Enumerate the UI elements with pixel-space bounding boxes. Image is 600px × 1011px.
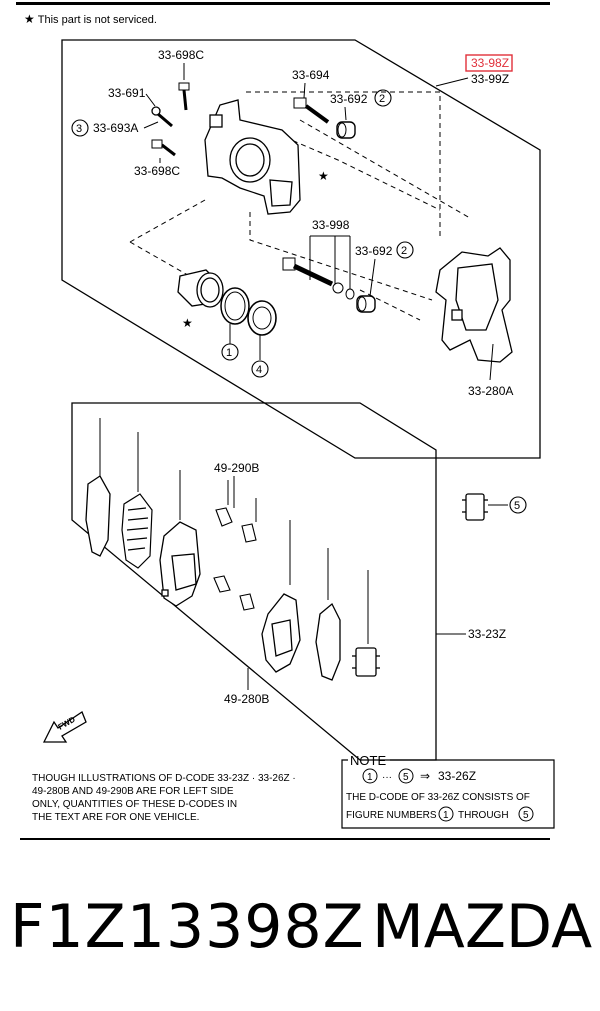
circled-1 bbox=[221, 343, 239, 361]
highlight-box bbox=[465, 54, 513, 72]
label-33-698c-bot[interactable]: 33-698C bbox=[134, 164, 180, 178]
fwd-arrow-icon: FWD bbox=[42, 711, 87, 743]
label-33-693a[interactable]: 33-693A bbox=[93, 121, 138, 135]
circled-3-num: 3 bbox=[76, 123, 82, 135]
label-33-692-b[interactable]: 33-692 bbox=[355, 244, 393, 258]
note-title: NOTE bbox=[350, 753, 386, 768]
outer-shim-textured bbox=[121, 493, 153, 569]
footnote-line-4: THE TEXT ARE FOR ONE VEHICLE. bbox=[32, 812, 199, 823]
guide-pin-33-998 bbox=[282, 257, 355, 300]
notice-text: This part is not serviced. bbox=[37, 14, 157, 26]
outer-brake-pad bbox=[159, 521, 201, 607]
circled-5 bbox=[509, 496, 527, 514]
leader-33-99z bbox=[435, 77, 469, 87]
circled-4 bbox=[251, 360, 269, 378]
circled-2-b-num: 2 bbox=[401, 245, 407, 257]
circled-5-num: 5 bbox=[514, 500, 520, 512]
bushing-33-692-a bbox=[336, 121, 356, 139]
pad-leader-lines bbox=[99, 418, 466, 644]
bolt-33-694 bbox=[293, 97, 330, 124]
bolt-33-698c-top bbox=[178, 82, 190, 111]
outer-shim bbox=[85, 475, 111, 557]
inner-shim bbox=[315, 602, 341, 681]
circled-2-a bbox=[374, 89, 392, 107]
top-rule bbox=[16, 2, 550, 5]
leader-33-692-b bbox=[369, 258, 376, 297]
label-49-290b[interactable]: 49-290B bbox=[214, 461, 259, 475]
label-33-694[interactable]: 33-694 bbox=[292, 68, 330, 82]
leader-33-692-a bbox=[344, 106, 347, 121]
leader-33-280a bbox=[489, 343, 494, 381]
note-row1-to: 5 bbox=[403, 772, 409, 783]
caliper-bracket-33-280a bbox=[435, 247, 513, 363]
star-marker-piston: ★ bbox=[182, 316, 193, 330]
label-33-23z[interactable]: 33-23Z bbox=[468, 627, 506, 641]
star-icon: ★ bbox=[24, 12, 35, 26]
label-49-280b[interactable]: 49-280B bbox=[224, 692, 269, 706]
label-33-691[interactable]: 33-691 bbox=[108, 86, 146, 100]
wear-indicator-shim bbox=[352, 647, 380, 677]
note-row1-arrow: ⇒ bbox=[420, 769, 430, 783]
note-box bbox=[341, 759, 555, 829]
not-serviced-notice: ★This part is not serviced. bbox=[24, 12, 157, 26]
caliper-body bbox=[204, 99, 301, 215]
label-33-698c-top[interactable]: 33-698C bbox=[158, 48, 204, 62]
label-33-998[interactable]: 33-998 bbox=[312, 218, 350, 232]
note-row1-from: 1 bbox=[367, 772, 373, 783]
leader-33-693a bbox=[143, 121, 159, 129]
pad-group-frame bbox=[71, 402, 437, 761]
brand-name: MAZDA bbox=[372, 892, 593, 962]
label-33-280a[interactable]: 33-280A bbox=[468, 384, 513, 398]
footnote-line-1: THOUGH ILLUSTRATIONS OF D-CODE 33-23Z · … bbox=[32, 773, 296, 784]
note-row1-dots: ··· bbox=[382, 772, 392, 783]
bolt-33-698c-bottom bbox=[151, 139, 176, 157]
note-line-3b: THROUGH bbox=[458, 810, 509, 821]
footnote-line-3: ONLY, QUANTITIES OF THESE D-CODES IN bbox=[32, 799, 237, 810]
circled-1-num: 1 bbox=[226, 347, 232, 359]
circled-2-b bbox=[396, 241, 414, 259]
bushing-33-692-b bbox=[356, 295, 376, 313]
bottom-rule bbox=[20, 838, 550, 840]
star-marker-caliper: ★ bbox=[318, 169, 329, 183]
parts-diagram: 33-98Z 33-99Z 33-698C 33-694 33-692 2 33… bbox=[32, 39, 555, 829]
bleeder-33-691 bbox=[151, 106, 173, 128]
note-line-3a: FIGURE NUMBERS bbox=[346, 810, 437, 821]
inner-brake-pad bbox=[261, 593, 301, 673]
note-line-3-n1: 1 bbox=[443, 810, 449, 821]
note-row1-code: 33-26Z bbox=[438, 769, 476, 783]
hardware-clip bbox=[462, 493, 488, 521]
caliper-group-frame bbox=[61, 39, 541, 459]
note-circled-1b bbox=[438, 806, 454, 822]
note-circled-5 bbox=[398, 768, 414, 784]
part-number: F1Z13398Z bbox=[10, 892, 365, 962]
piston bbox=[177, 269, 224, 308]
note-line-2: THE D-CODE OF 33-26Z CONSISTS OF bbox=[346, 792, 530, 803]
dust-boot bbox=[247, 300, 277, 336]
circled-4-num: 4 bbox=[256, 364, 262, 376]
note-circled-5b bbox=[518, 806, 534, 822]
circled-3 bbox=[71, 119, 89, 137]
pad-clips bbox=[213, 507, 257, 611]
note-line-3-n2: 5 bbox=[523, 810, 529, 821]
piston-seal bbox=[220, 287, 250, 325]
label-33-99z[interactable]: 33-99Z bbox=[471, 72, 509, 86]
label-33-692-a[interactable]: 33-692 bbox=[330, 92, 368, 106]
circled-2-a-num: 2 bbox=[379, 93, 385, 105]
leader-33-691 bbox=[145, 93, 156, 107]
footnote-line-2: 49-280B AND 49-290B ARE FOR LEFT SIDE bbox=[32, 786, 234, 797]
leader-33-694 bbox=[303, 82, 306, 99]
note-circled-1 bbox=[362, 768, 378, 784]
label-33-98z[interactable]: 33-98Z bbox=[471, 56, 509, 70]
